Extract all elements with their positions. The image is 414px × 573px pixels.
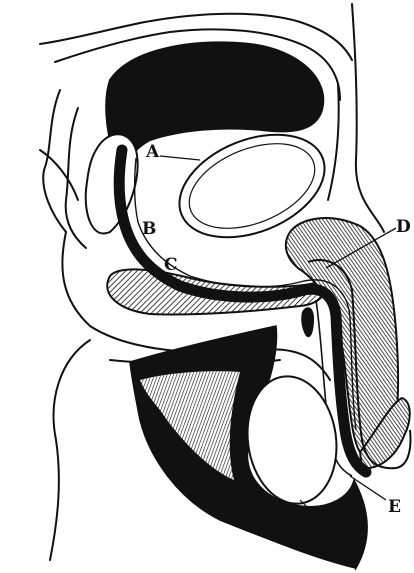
vertical-wall-right-inner <box>328 84 339 200</box>
lower-body-curve <box>50 340 90 560</box>
sacrum-inner <box>66 108 86 248</box>
label-c: C <box>164 255 178 275</box>
label-e: E <box>388 497 401 517</box>
label-a: A <box>145 142 160 162</box>
prostate <box>86 134 138 233</box>
vertical-wall-right <box>352 4 384 232</box>
label-d: D <box>396 217 411 237</box>
crus-mark <box>301 307 314 337</box>
leader-a <box>160 156 200 160</box>
label-b: B <box>142 219 156 239</box>
